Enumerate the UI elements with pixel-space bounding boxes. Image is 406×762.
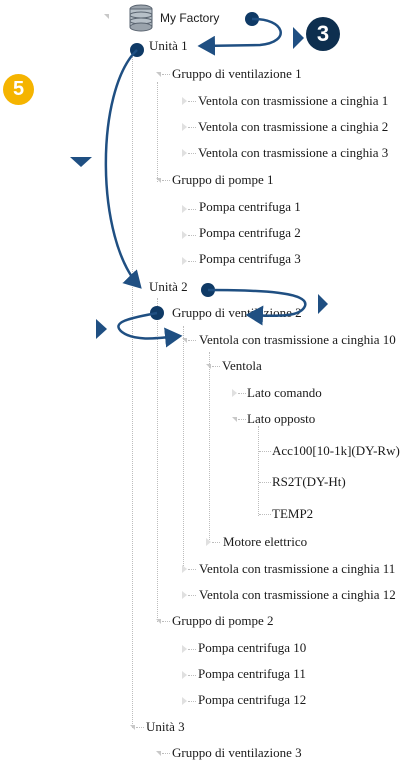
tree-node-group-pumps-2[interactable]: Gruppo di pompe 2 <box>172 613 274 628</box>
tree-connector <box>238 393 246 394</box>
expander-fan-10[interactable] <box>182 338 187 343</box>
expander-fan-2[interactable] <box>182 123 187 131</box>
tree-node-unit-2[interactable]: Unità 2 <box>149 279 188 294</box>
tree-node-motore-elettrico[interactable]: Motore elettrico <box>223 534 308 549</box>
tree-connector <box>188 340 196 341</box>
expander-motore-elettrico[interactable] <box>206 538 211 546</box>
tree-node-sensor-rs2t[interactable]: RS2T(DY-Ht) <box>272 474 346 489</box>
expander-group-pumps-1[interactable] <box>156 178 161 183</box>
expander-group-pumps-2[interactable] <box>156 619 161 624</box>
guide-line-group2 <box>183 326 184 568</box>
tree-connector <box>188 569 196 570</box>
expander-lato-comando[interactable] <box>232 389 237 397</box>
tree-node-pump-3[interactable]: Pompa centrifuga 3 <box>199 251 301 266</box>
guide-line-root <box>132 52 133 728</box>
step-badge-5: 5 <box>3 74 34 105</box>
tree-node-lato-comando[interactable]: Lato comando <box>247 385 322 400</box>
tree-node-ventola[interactable]: Ventola <box>222 358 262 373</box>
tree-connector <box>212 542 220 543</box>
tree-node-pump-10[interactable]: Pompa centrifuga 10 <box>198 640 307 655</box>
play-arrow-icon <box>96 319 107 339</box>
tree-node-sensor-acc100[interactable]: Acc100[10-1k](DY-Rw) <box>272 443 400 458</box>
tree-node-unit-3[interactable]: Unità 3 <box>146 719 185 734</box>
expander-lato-opposto[interactable] <box>232 417 237 422</box>
tree-node-pump-1[interactable]: Pompa centrifuga 1 <box>199 199 301 214</box>
tree-connector <box>238 419 246 420</box>
tree-connector <box>188 701 196 702</box>
expander-unit-3[interactable] <box>130 725 135 730</box>
tree-node-pump-12[interactable]: Pompa centrifuga 12 <box>198 692 307 707</box>
tree-connector <box>162 753 170 754</box>
step-badge-5-label: 5 <box>12 78 25 100</box>
expander-fan-1[interactable] <box>182 97 187 105</box>
expander-root[interactable] <box>104 14 109 19</box>
tree-connector <box>188 649 196 650</box>
tree-node-fan-11[interactable]: Ventola con trasmissione a cinghia 11 <box>199 561 396 576</box>
expander-pump-1[interactable] <box>182 205 187 213</box>
expander-pump-2[interactable] <box>182 231 187 239</box>
guide-line-fan10 <box>209 352 210 542</box>
tree-node-group-ventilation-1[interactable]: Gruppo di ventilazione 1 <box>172 66 302 81</box>
tree-node-group-pumps-1[interactable]: Gruppo di pompe 1 <box>172 172 274 187</box>
tree-node-sensor-temp2[interactable]: TEMP2 <box>272 506 314 521</box>
expander-group-ventilation-3[interactable] <box>156 751 161 756</box>
tree-connector <box>188 209 196 210</box>
expander-fan-12[interactable] <box>182 591 187 599</box>
tree-node-unit-1[interactable]: Unità 1 <box>149 38 188 53</box>
expander-pump-12[interactable] <box>182 697 187 705</box>
tree-root-label[interactable]: My Factory <box>160 11 220 25</box>
gesture-arrow-select-group-2 <box>117 306 183 348</box>
tree-node-fan-10[interactable]: Ventola con trasmissione a cinghia 10 <box>199 332 396 347</box>
tree-connector <box>188 235 196 236</box>
tree-connector <box>259 451 271 452</box>
triangle-down-icon <box>70 157 92 167</box>
tree-node-fan-3[interactable]: Ventola con trasmissione a cinghia 3 <box>198 145 389 160</box>
step-badge-3: 3 <box>306 17 340 51</box>
step-badge-3-label: 3 <box>316 21 330 46</box>
tree-connector <box>188 595 196 596</box>
tree-connector <box>162 180 170 181</box>
tree-connector <box>188 127 196 128</box>
expander-pump-3[interactable] <box>182 257 187 265</box>
tree-node-lato-opposto[interactable]: Lato opposto <box>247 411 316 426</box>
play-arrow-icon <box>318 294 328 314</box>
tree-connector <box>188 153 196 154</box>
database-icon <box>129 4 153 32</box>
tree-node-fan-1[interactable]: Ventola con trasmissione a cinghia 1 <box>198 93 389 108</box>
tree-node-fan-12[interactable]: Ventola con trasmissione a cinghia 12 <box>199 587 396 602</box>
tree-connector <box>212 366 220 367</box>
tree-connector <box>259 482 271 483</box>
gesture-arrow-collapse-unit-1 <box>197 12 282 56</box>
tree-connector <box>162 74 170 75</box>
expander-pump-10[interactable] <box>182 645 187 653</box>
gesture-arrow-expand-group-2 <box>201 283 307 326</box>
tree-connector <box>188 675 196 676</box>
expander-fan-3[interactable] <box>182 149 187 157</box>
tree-connector <box>188 261 196 262</box>
tree-node-pump-2[interactable]: Pompa centrifuga 2 <box>199 225 301 240</box>
expander-fan-11[interactable] <box>182 565 187 573</box>
expander-group-ventilation-1[interactable] <box>156 72 161 77</box>
guide-line-lato-opposto <box>258 426 259 516</box>
gesture-arrow-scroll <box>104 43 144 289</box>
tree-connector <box>162 621 170 622</box>
play-arrow-icon <box>293 27 304 49</box>
expander-pump-11[interactable] <box>182 671 187 679</box>
expander-ventola[interactable] <box>206 364 211 369</box>
tree-node-group-ventilation-3[interactable]: Gruppo di ventilazione 3 <box>172 745 302 760</box>
guide-line-unit2 <box>157 298 158 622</box>
tree-connector <box>188 101 196 102</box>
tree-connector <box>259 514 271 515</box>
tree-node-fan-2[interactable]: Ventola con trasmissione a cinghia 2 <box>198 119 389 134</box>
tree-connector <box>136 727 144 728</box>
guide-line-unit1 <box>157 82 158 182</box>
tree-node-pump-11[interactable]: Pompa centrifuga 11 <box>198 666 306 681</box>
